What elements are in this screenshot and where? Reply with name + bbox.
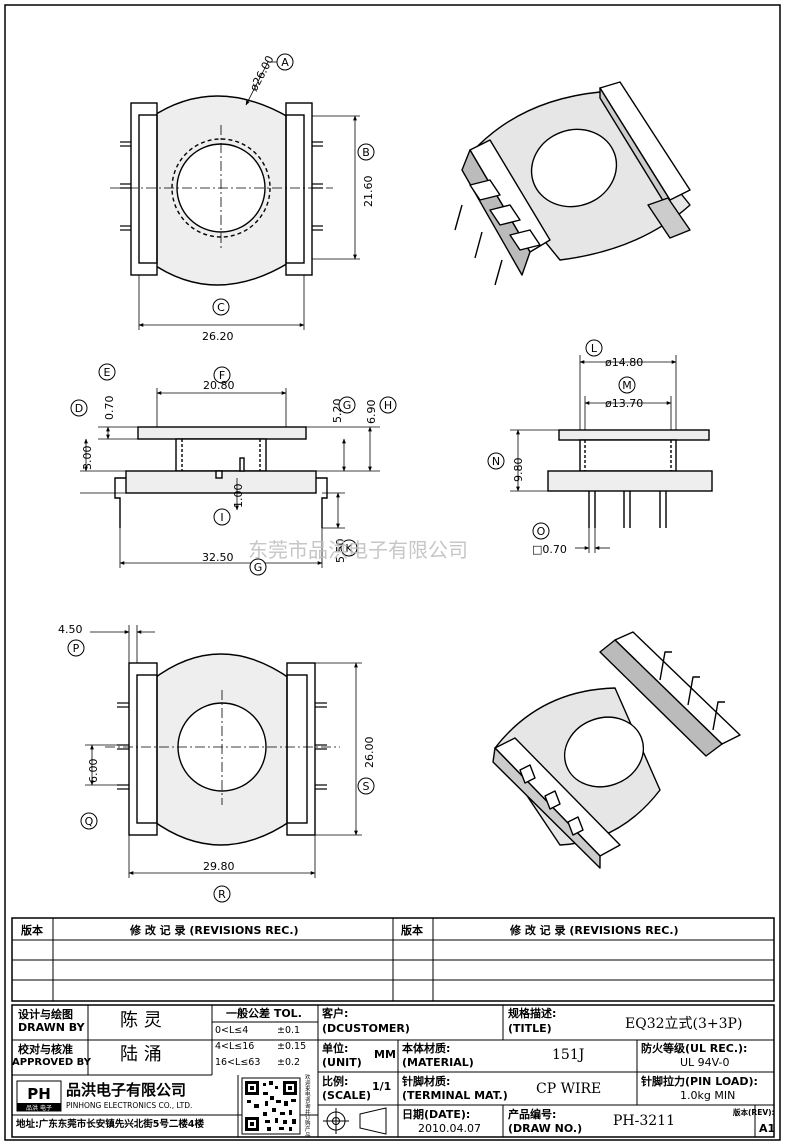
fire-rating-value: UL 94V-0 <box>680 1056 730 1069</box>
company-logo-sub: 品洪 电子 <box>26 1104 52 1112</box>
dim-letter-d: D <box>75 402 83 415</box>
projection-symbol-icon <box>323 1107 387 1135</box>
dim-letter-f: F <box>219 369 225 382</box>
material-value: 151J <box>552 1047 585 1063</box>
tol-range-3: 16<L≤63 <box>215 1057 261 1068</box>
dim-26-20: 26.20 <box>202 330 234 343</box>
unit-label: 单位: <box>322 1042 349 1055</box>
company-name-en: PINHONG ELECTRONICS CO., LTD. <box>66 1101 193 1110</box>
dim-32-50: 32.50 <box>202 551 234 564</box>
dim-letter-e: E <box>104 366 111 379</box>
drawn-by-label-en: DRAWN BY <box>18 1021 85 1034</box>
date-label: 日期(DATE): <box>402 1108 471 1121</box>
dim-dia-14-80: ø14.80 <box>605 356 643 369</box>
dim-letter-l: L <box>591 342 598 355</box>
rev-col-record-right: 修 改 记 录 (REVISIONS REC.) <box>509 923 679 937</box>
dim-letter-g-bottom: G <box>254 561 263 574</box>
dim-26-00: 26.00 <box>363 737 376 769</box>
tol-range-2: 4<L≤16 <box>215 1041 255 1052</box>
dim-29-80: 29.80 <box>203 860 235 873</box>
dim-dia-13-70: ø13.70 <box>605 397 643 410</box>
company-address: 地址:广东东莞市长安镇先兴北街5号二楼4楼 <box>16 1119 205 1130</box>
material-label-en: (MATERIAL) <box>402 1056 474 1069</box>
rev-col-version-right: 版本 <box>401 923 423 937</box>
dim-letter-n: N <box>492 455 500 468</box>
top-view-upper <box>120 95 323 286</box>
revisions-table <box>11 917 775 1002</box>
terminal-value: CP WIRE <box>536 1081 602 1097</box>
material-label: 本体材质: <box>402 1042 451 1055</box>
approved-by-label-cn: 校对与核准 <box>18 1043 73 1056</box>
dim-letter-b: B <box>362 146 370 159</box>
dim-letter-h: H <box>384 399 392 412</box>
side-note: 欢迎来电咨询并订购产品 <box>305 1075 311 1139</box>
pin-load-label: 针脚拉力(PIN LOAD): <box>641 1075 758 1088</box>
dim-sq-0-70: □0.70 <box>532 543 567 556</box>
tolerance-title: 一般公差 TOL. <box>226 1007 302 1020</box>
title-block-grid <box>11 1004 775 1138</box>
unit-value: MM <box>374 1048 396 1061</box>
dim-letter-m: M <box>622 379 632 392</box>
draw-no-label-en: (DRAW NO.) <box>508 1122 583 1135</box>
dim-letter-q: Q <box>85 815 94 828</box>
draw-no-label: 产品编号: <box>508 1108 557 1121</box>
title-label-en: (TITLE) <box>508 1022 552 1035</box>
dim-21-60: 21.60 <box>362 176 375 208</box>
watermark: 东莞市品洪电子有限公司 <box>248 538 468 562</box>
dim-6-90: 6.90 <box>365 400 378 425</box>
front-view <box>547 429 713 528</box>
rev-value: A1 <box>759 1122 776 1135</box>
customer-label: 客户: <box>322 1007 349 1020</box>
drawn-by-label-cn: 设计与绘图 <box>18 1008 73 1021</box>
tol-range-1: 0<L≤4 <box>215 1025 249 1036</box>
approved-by-label-en: APPROVED BY <box>12 1057 91 1068</box>
dim-4-50: 4.50 <box>58 623 83 636</box>
tol-val-2: ±0.15 <box>277 1041 307 1052</box>
dim-6-00: 6.00 <box>87 759 100 784</box>
dim-1-00: 1.00 <box>232 484 245 509</box>
date-value: 2010.04.07 <box>418 1122 481 1135</box>
iso-view-upper <box>454 81 691 286</box>
terminal-label: 针脚材质: <box>402 1075 451 1088</box>
company-name-cn: 品洪电子有限公司 <box>66 1081 187 1099</box>
fire-rating-label: 防火等级(UL REC.): <box>641 1042 748 1055</box>
approved-by-value: 陆 涌 <box>120 1044 162 1065</box>
scale-label-en: (SCALE) <box>322 1089 372 1102</box>
tol-val-1: ±0.1 <box>277 1025 301 1036</box>
side-view <box>114 426 328 528</box>
dim-0-70: 0.70 <box>103 396 116 421</box>
dim-9-80: 9.80 <box>512 458 525 483</box>
dim-letter-a: A <box>281 56 289 69</box>
tol-val-3: ±0.2 <box>277 1057 301 1068</box>
dim-3-00: 3.00 <box>81 446 94 471</box>
scale-value: 1/1 <box>372 1080 392 1093</box>
iso-view-lower <box>492 631 741 869</box>
draw-no-value: PH-3211 <box>613 1113 675 1129</box>
dim-dia-26: ø26.00 <box>247 54 276 94</box>
dim-letter-k: K <box>345 542 353 555</box>
rev-col-version-left: 版本 <box>21 923 43 937</box>
title-value: EQ32立式(3+3P) <box>625 1016 743 1032</box>
dim-letter-r: R <box>218 888 226 901</box>
dim-letter-s: S <box>363 780 370 793</box>
rev-col-record-left: 修 改 记 录 (REVISIONS REC.) <box>129 923 299 937</box>
dim-20-80: 20.80 <box>203 379 235 392</box>
unit-label-en: (UNIT) <box>322 1056 362 1069</box>
dim-letter-c: C <box>217 301 225 314</box>
dim-letter-o: O <box>537 525 546 538</box>
qr-code <box>241 1077 301 1135</box>
scale-label: 比例: <box>322 1075 349 1088</box>
customer-label-en: (DCUSTOMER) <box>322 1022 410 1035</box>
dim-letter-p: P <box>73 642 80 655</box>
drawn-by-value: 陈 灵 <box>120 1010 162 1031</box>
title-label: 规格描述: <box>508 1007 557 1020</box>
dim-letter-g-side: G <box>343 399 352 412</box>
dim-letter-i: I <box>220 511 223 524</box>
terminal-label-en: (TERMINAL MAT.) <box>402 1089 508 1102</box>
pin-load-value: 1.0kg MIN <box>680 1089 736 1102</box>
rev-label: 版本(REV): <box>733 1108 775 1117</box>
company-logo: PH <box>27 1085 51 1103</box>
